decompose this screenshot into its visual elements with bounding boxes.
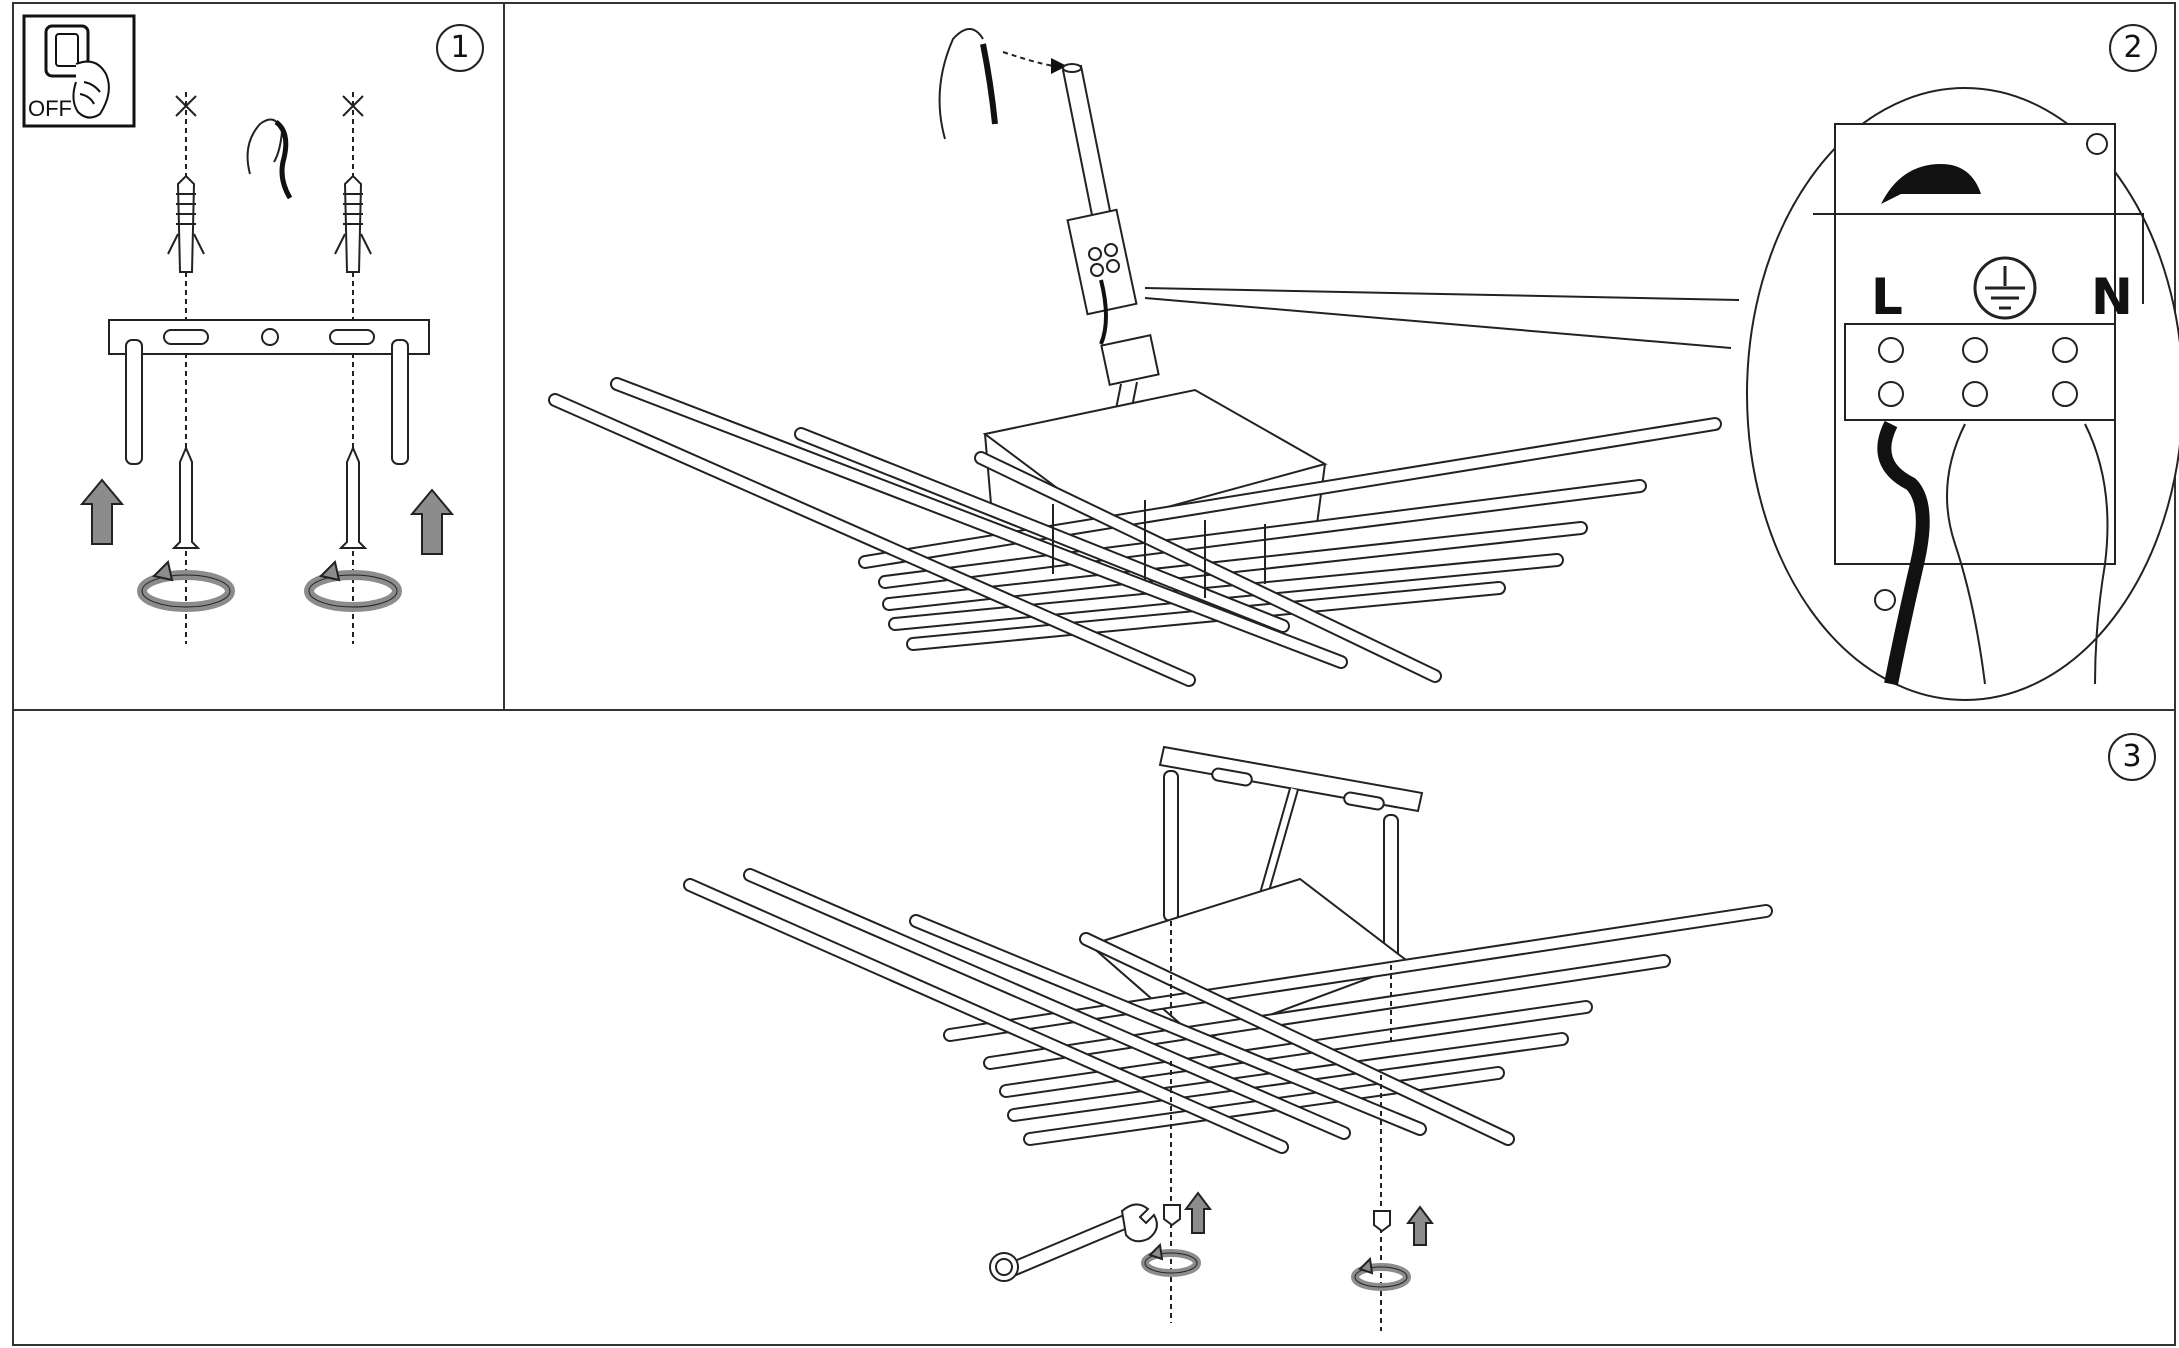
live-terminal-label: L <box>1871 268 1903 326</box>
step-2-number: 2 <box>2109 24 2157 72</box>
wall-plug <box>334 174 372 273</box>
step-2-illustration: L N <box>548 28 2179 701</box>
wall-plug <box>167 174 205 273</box>
up-arrow-icon <box>1184 1191 1212 1234</box>
step-3-panel: 3 <box>12 709 2176 1346</box>
mounting-bracket <box>108 319 430 465</box>
step-1-number: 1 <box>436 24 484 72</box>
rotate-arrow-icon <box>1351 1256 1411 1291</box>
up-arrow-icon <box>79 478 125 545</box>
terminal-block <box>1066 208 1160 415</box>
up-arrow-icon <box>409 488 455 555</box>
rotate-arrow-icon <box>1141 1242 1201 1277</box>
ground-symbol-icon <box>1985 266 2025 310</box>
step-1-illustration: OFF <box>22 14 455 644</box>
conduit-tube <box>1061 63 1113 222</box>
rotate-arrow-icon <box>304 560 402 612</box>
power-switch-off-icon: OFF <box>22 14 136 128</box>
step-2-panel: 2 <box>503 2 2179 711</box>
rotate-arrow-icon <box>137 560 235 612</box>
neutral-terminal-label: N <box>2091 268 2133 326</box>
ceiling-lamp <box>548 377 1722 687</box>
wiring-detail-zoom: L N <box>1746 87 2179 701</box>
up-arrow-icon <box>1406 1205 1434 1246</box>
step-1-panel: 1 OFF <box>12 2 505 711</box>
switch-label: OFF <box>28 96 72 121</box>
step-3-number: 3 <box>2108 733 2156 781</box>
step-3-illustration <box>683 745 1773 1331</box>
wrench-icon <box>989 1203 1158 1282</box>
ceiling-lamp <box>683 868 1773 1154</box>
